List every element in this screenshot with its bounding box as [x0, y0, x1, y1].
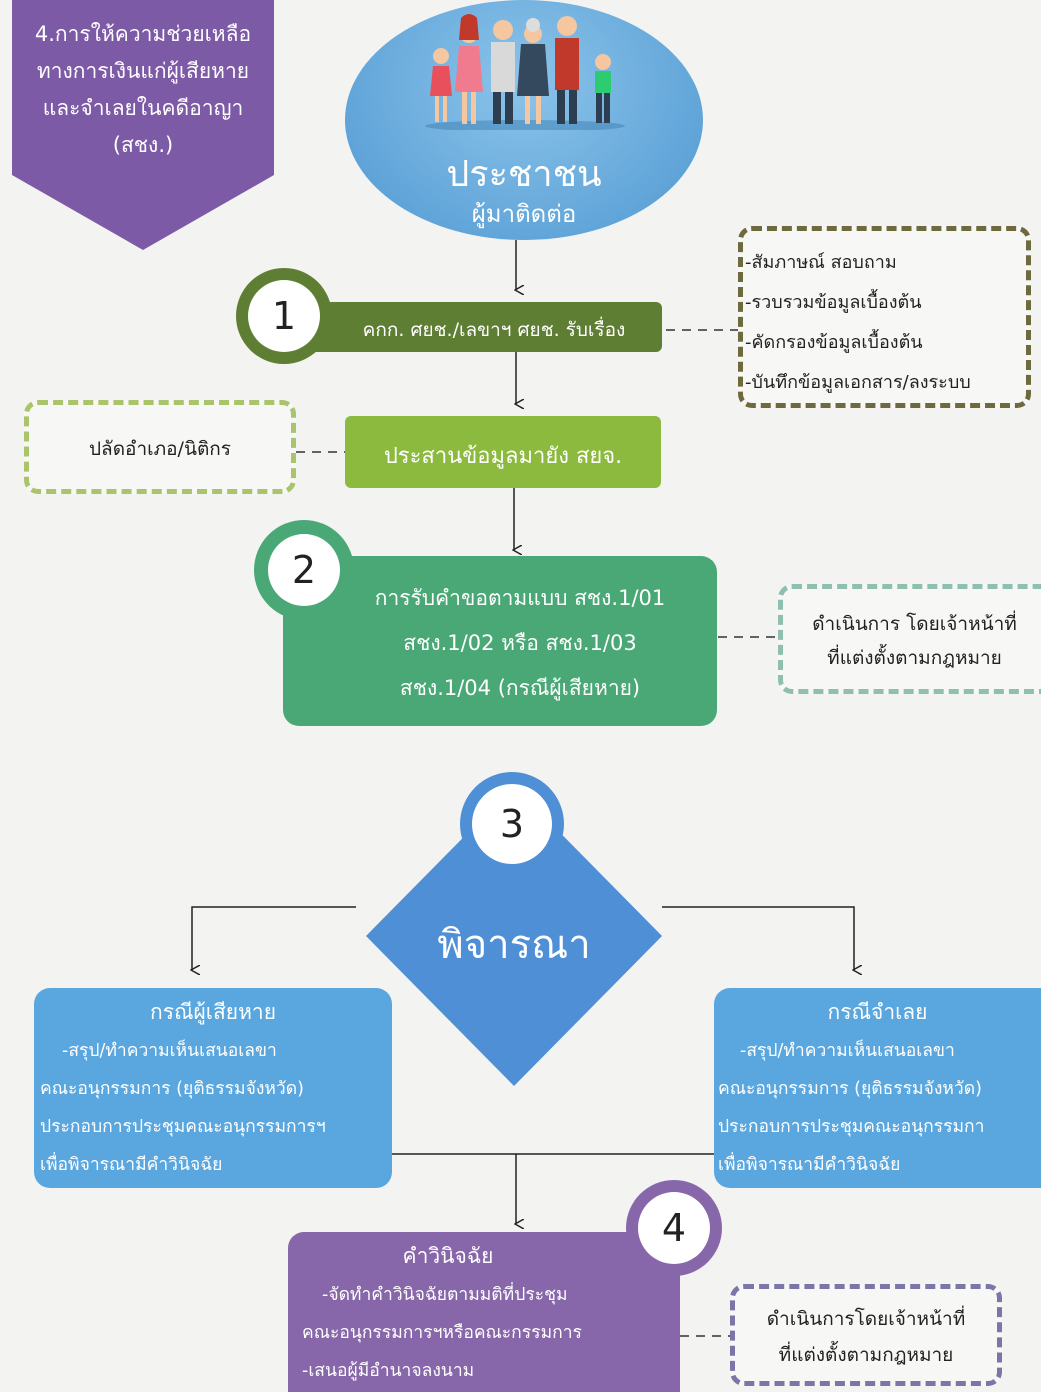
step2-box: การรับคำขอตามแบบ สชง.1/01 สชง.1/02 หรือ …	[283, 556, 717, 726]
arrow-to-defendant	[662, 906, 854, 970]
victim-title: กรณีผู้เสียหาย	[149, 1000, 277, 1024]
step2-note-box: ดำเนินการ โดยเจ้าหน้าที่ ที่แต่งตั้งตามก…	[778, 584, 1041, 694]
defendant-box: กรณีจำเลย -สรุป/ทำความเห็นเสนอเลขา คณะอน…	[714, 988, 1041, 1188]
step1-note-4: -บันทึกข้อมูลเอกสาร/ลงระบบ	[745, 372, 971, 393]
banner-line-3: และจำเลยในคดีอาญา	[42, 96, 244, 120]
coord-side-label: ปลัดอำเภอ/นิติกร	[89, 438, 231, 460]
step1-note-1: -สัมภาษณ์ สอบถาม	[745, 252, 897, 273]
step2-line-3: สชง.1/04 (กรณีผู้เสียหาย)	[399, 676, 641, 700]
step1-note-3: -คัดกรองข้อมูลเบื้องต้น	[745, 332, 923, 353]
victim-line-1: -สรุป/ทำความเห็นเสนอเลขา	[62, 1041, 277, 1061]
step2-note-2: ที่แต่งตั้งตามกฎหมาย	[827, 647, 1002, 669]
step1-box: คกก. ศยช./เลขาฯ ศยช. รับเรื่อง	[290, 302, 662, 352]
step2-note-1: ดำเนินการ โดยเจ้าหน้าที่	[812, 613, 1017, 635]
step4-note-1: ดำเนินการโดยเจ้าหน้าที่	[766, 1308, 966, 1330]
victim-line-3: ประกอบการประชุมคณะอนุกรรมการฯ	[40, 1117, 326, 1137]
step4-note-box: ดำเนินการโดยเจ้าหน้าที่ ที่แต่งตั้งตามกฎ…	[730, 1284, 1002, 1386]
defendant-line-3: ประกอบการประชุมคณะอนุกรรมกา	[718, 1117, 985, 1137]
people-illustration	[425, 14, 625, 130]
step2-line-1: การรับคำขอตามแบบ สชง.1/01	[374, 586, 666, 610]
step3-number: 3	[472, 784, 552, 864]
banner-line-4: (สชง.)	[112, 133, 174, 157]
banner-line-1: 4.การให้ความช่วยเหลือ	[34, 22, 252, 46]
coord-label: ประสานข้อมูลมายัง สยจ.	[383, 444, 623, 469]
start-subtitle: ผู้มาติดต่อ	[471, 200, 577, 228]
step4-box: คำวินิจฉัย -จัดทำคำวินิจฉัยตามมติที่ประช…	[288, 1232, 680, 1392]
step1-notes-box: -สัมภาษณ์ สอบถาม -รวบรวมข้อมูลเบื้องต้น …	[738, 226, 1031, 408]
step1-label: คกก. ศยช./เลขาฯ ศยช. รับเรื่อง	[362, 319, 626, 341]
victim-box: กรณีผู้เสียหาย -สรุป/ทำความเห็นเสนอเลขา …	[34, 988, 392, 1188]
step1-number: 1	[248, 280, 320, 352]
step4-line-3: -เสนอผู้มีอำนาจลงนาม	[302, 1361, 475, 1381]
start-title: ประชาชน	[446, 154, 602, 195]
start-oval: ประชาชน ผู้มาติดต่อ	[345, 0, 703, 240]
step2-number: 2	[268, 534, 340, 606]
arrow-to-victim	[192, 906, 356, 970]
defendant-line-2: คณะอนุกรรมการ (ยุติธรรมจังหวัด)	[718, 1079, 982, 1099]
defendant-line-4: เพื่อพิจารณามีคำวินิจฉัย	[718, 1155, 901, 1175]
step3-label: พิจารณา	[437, 922, 591, 968]
step1-note-2: -รวบรวมข้อมูลเบื้องต้น	[745, 292, 922, 313]
defendant-title: กรณีจำเลย	[827, 1000, 928, 1024]
victim-line-4: เพื่อพิจารณามีคำวินิจฉัย	[40, 1155, 223, 1175]
coord-box: ประสานข้อมูลมายัง สยจ.	[345, 416, 661, 488]
step4-line-2: คณะอนุกรรมการฯหรือคณะกรรมการ	[302, 1323, 582, 1343]
coord-side-box: ปลัดอำเภอ/นิติกร	[24, 400, 296, 494]
step4-note-2: ที่แต่งตั้งตามกฎหมาย	[778, 1344, 954, 1366]
step4-line-1: -จัดทำคำวินิจฉัยตามมติที่ประชุม	[322, 1285, 568, 1305]
defendant-line-1: -สรุป/ทำความเห็นเสนอเลขา	[740, 1041, 955, 1061]
step4-number: 4	[638, 1192, 710, 1264]
victim-line-2: คณะอนุกรรมการ (ยุติธรรมจังหวัด)	[40, 1079, 304, 1099]
step2-line-2: สชง.1/02 หรือ สชง.1/03	[403, 631, 637, 655]
banner-line-2: ทางการเงินแก่ผู้เสียหาย	[36, 59, 250, 83]
step4-title: คำวินิจฉัย	[402, 1244, 494, 1268]
